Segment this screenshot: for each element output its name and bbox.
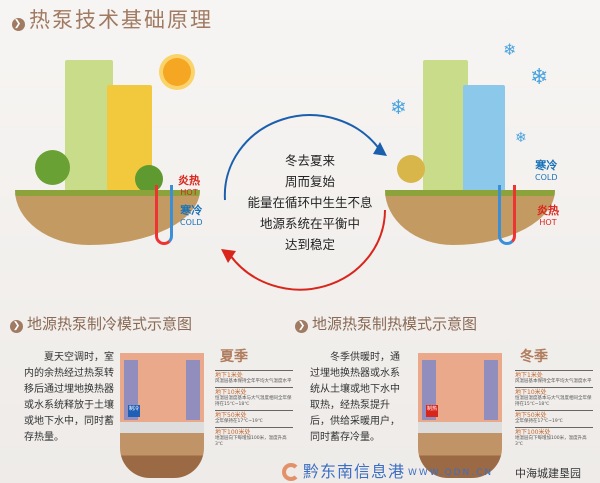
island-ground xyxy=(385,190,555,245)
cycle-line: 达到稳定 xyxy=(284,237,335,252)
cooling-diagram: 制冷 xyxy=(120,348,204,478)
cycle-arrows xyxy=(221,114,387,291)
cycle-line: 能量在循环中生生不息 xyxy=(247,195,373,210)
window-column xyxy=(484,360,498,420)
chevron-right-icon: ❯ xyxy=(12,18,25,31)
ground-layers xyxy=(418,422,502,478)
depth-list: 地下1米处风温层基本保持全年平均大气温度水平 地下10米处恒温层温度基本与大气温… xyxy=(215,370,293,450)
depth-item: 地下10米处恒温层温度基本与大气温度相同全年保持在15℃~18℃ xyxy=(515,387,593,407)
page-title: ❯热泵技术基础原理 xyxy=(12,8,213,32)
depth-item: 地下1米处风温层基本保持全年平均大气温度水平 xyxy=(515,370,593,384)
pipe xyxy=(498,185,516,245)
cycle-line: 冬去夏来 xyxy=(284,153,335,168)
arrowhead-icon xyxy=(373,142,387,156)
cycle-line: 周而复始 xyxy=(284,174,335,189)
cooling-heading: ❯地源热泵制冷模式示意图 xyxy=(10,313,192,334)
heating-description: 冬季供暖时，通过埋地换热器或水系统从土壤或地下水中取热，经热泵提升后，供给采暖用… xyxy=(310,352,400,443)
season-label: 冬季 xyxy=(520,349,548,365)
building xyxy=(65,60,113,195)
snowflake-icon: ❄ xyxy=(515,130,527,146)
depth-item: 地下50米处全年保持在17℃~19℃ xyxy=(515,410,593,425)
ground-layers xyxy=(120,422,204,478)
tree-icon xyxy=(35,150,70,185)
sun-icon xyxy=(163,58,191,86)
pipe xyxy=(155,185,173,245)
red-arrow xyxy=(229,209,386,291)
chevron-right-icon: ❯ xyxy=(10,320,23,333)
depth-item: 地下100米处地温层向下每增加100米，温度升高3℃ xyxy=(215,427,293,448)
building xyxy=(423,60,468,195)
snowflake-icon: ❄ xyxy=(503,40,517,59)
watermark-text: 黔东南信息港 xyxy=(303,462,406,481)
cooling-description: 夏天空调时，室内的余热经过热泵转移后通过埋地换热器或水系统释放于土壤或地下水中，… xyxy=(24,352,114,443)
building xyxy=(463,85,505,195)
cycle-text: 冬去夏来 周而复始 能量在循环中生生不息 地源系统在平衡中 达到稳定 xyxy=(240,150,380,255)
tree-icon xyxy=(397,155,425,183)
snowflake-icon: ❄ xyxy=(390,95,407,119)
unit-label: 制冷 xyxy=(128,405,140,417)
depth-item: 地下50米处全年保持在17℃~19℃ xyxy=(215,410,293,425)
depth-item: 地下10米处恒温层温度基本与大气温度相同全年保持在15℃~18℃ xyxy=(215,387,293,407)
watermark-url: WWW.QDN.CN xyxy=(408,468,494,478)
depth-item: 地下1米处风温层基本保持全年平均大气温度水平 xyxy=(215,370,293,384)
account-name: 中海城建垦园 xyxy=(515,467,581,480)
watermark-logo-icon xyxy=(282,463,300,481)
chevron-right-icon: ❯ xyxy=(295,320,308,333)
blue-arrow xyxy=(223,114,381,201)
depth-list: 地下1米处风温层基本保持全年平均大气温度水平 地下10米处恒温层温度基本与大气温… xyxy=(515,370,593,450)
unit-label: 制热 xyxy=(426,405,438,417)
season-label: 夏季 xyxy=(220,349,248,365)
depth-item: 地下100米处地温层向下每增加100米，温度升高3℃ xyxy=(515,427,593,448)
arrowhead-icon xyxy=(221,249,236,263)
window-column xyxy=(186,360,200,420)
heating-diagram: 制热 xyxy=(418,348,502,478)
cycle-line: 地源系统在平衡中 xyxy=(259,216,360,231)
heating-heading: ❯地源热泵制热模式示意图 xyxy=(295,313,477,334)
snowflake-icon: ❄ xyxy=(530,65,549,90)
